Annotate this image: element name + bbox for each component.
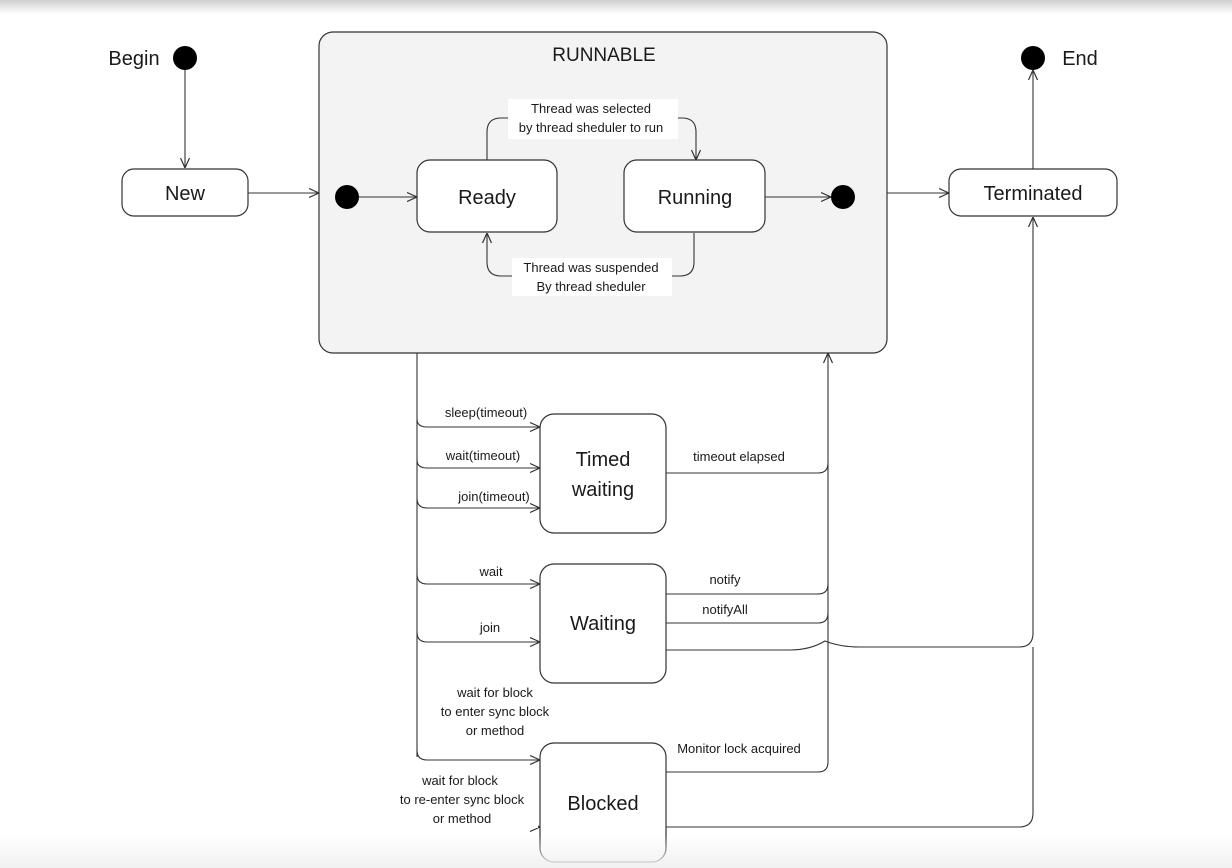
label-reenter-line2: to re-enter sync block xyxy=(400,792,525,807)
label-notify: notify xyxy=(709,572,741,587)
label-bg-suspended xyxy=(512,258,672,296)
state-running-label: Running xyxy=(658,187,733,209)
label-join: join xyxy=(479,620,500,635)
state-running[interactable]: Running xyxy=(623,159,766,233)
edge-wait-timeout xyxy=(416,459,540,468)
state-ready[interactable]: Ready xyxy=(416,159,558,233)
top-shadow-bar xyxy=(0,0,1232,14)
label-suspended-line1: Thread was suspended xyxy=(523,260,658,275)
edge-join-timeout xyxy=(416,497,540,508)
label-wait-timeout: wait(timeout) xyxy=(445,448,520,463)
label-wait-block-line3: or method xyxy=(466,723,525,738)
edge-waiting-to-terminated xyxy=(666,217,1033,651)
label-monitor-lock: Monitor lock acquired xyxy=(677,741,801,756)
label-suspended-line2: By thread sheduler xyxy=(536,279,646,294)
edge-wait-block xyxy=(416,749,540,760)
label-bg-selected xyxy=(508,99,678,139)
state-timed-waiting[interactable]: Timed waiting xyxy=(539,413,667,534)
edge-monitor-lock xyxy=(666,761,829,773)
begin-node xyxy=(173,46,197,70)
label-wait-block-line2: to enter sync block xyxy=(441,704,550,719)
state-new[interactable]: New xyxy=(121,168,249,217)
edge-notify-all xyxy=(666,612,829,624)
state-timed-waiting-label-2: waiting xyxy=(571,479,634,501)
end-label: End xyxy=(1062,48,1098,70)
label-timeout-elapsed: timeout elapsed xyxy=(693,449,785,464)
label-reenter-line3: or method xyxy=(433,811,492,826)
edge-blocked-to-terminated xyxy=(666,647,1034,828)
state-new-label: New xyxy=(165,183,206,205)
runnable-composite-state[interactable]: RUNNABLE xyxy=(318,31,888,354)
label-join-timeout: join(timeout) xyxy=(457,489,530,504)
begin-label: Begin xyxy=(108,48,159,70)
state-blocked[interactable]: Blocked xyxy=(539,742,667,863)
edge-sleep-timeout xyxy=(416,418,540,427)
label-wait-block-line1: wait for block xyxy=(456,685,533,700)
label-notify-all: notifyAll xyxy=(702,602,748,617)
state-timed-waiting-label-1: Timed xyxy=(576,449,631,471)
label-bg-reenter xyxy=(388,770,538,828)
label-reenter-line1: wait for block xyxy=(421,773,498,788)
state-waiting[interactable]: Waiting xyxy=(539,563,667,684)
state-terminated[interactable]: Terminated xyxy=(948,168,1118,217)
label-sleep-timeout: sleep(timeout) xyxy=(445,405,527,420)
label-wait: wait xyxy=(478,564,503,579)
runnable-initial-node xyxy=(335,185,359,209)
state-terminated-label: Terminated xyxy=(984,183,1083,205)
state-blocked-label: Blocked xyxy=(567,793,638,815)
label-selected-line2: by thread sheduler to run xyxy=(519,120,664,135)
runnable-label: RUNNABLE xyxy=(552,45,655,66)
edge-notify xyxy=(666,583,829,595)
edge-wait xyxy=(416,573,540,584)
state-ready-label: Ready xyxy=(458,187,516,209)
state-waiting-label: Waiting xyxy=(570,613,636,635)
end-node xyxy=(1021,46,1045,70)
edge-timeout-elapsed xyxy=(666,462,829,474)
runnable-final-node xyxy=(831,185,855,209)
label-selected-line1: Thread was selected xyxy=(531,101,651,116)
edge-join xyxy=(416,631,540,642)
